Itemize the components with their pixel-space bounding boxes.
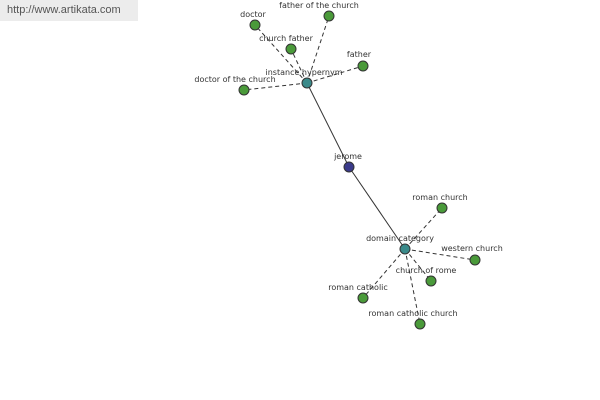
node-doctor[interactable] xyxy=(249,19,261,31)
edge-center-hub-1 xyxy=(306,82,350,168)
label-church-of-rome: church of rome xyxy=(396,266,457,275)
label-doctor-of-the-church: doctor of the church xyxy=(194,75,275,84)
node-western-church[interactable] xyxy=(469,254,481,266)
edge-hub2-roman-catholic xyxy=(362,248,406,299)
label-instance-hypernym: instance hypernym xyxy=(266,68,343,77)
node-domain-category[interactable] xyxy=(399,243,411,255)
edge-hub1-father-of-the-church xyxy=(306,15,330,84)
node-doctor-of-the-church[interactable] xyxy=(238,84,250,96)
edge-hub1-father xyxy=(306,65,364,84)
node-instance-hypernym[interactable] xyxy=(301,77,313,89)
node-roman-catholic-church[interactable] xyxy=(414,318,426,330)
node-father[interactable] xyxy=(357,60,369,72)
edge-center-hub-2 xyxy=(348,166,406,250)
label-church-father: church father xyxy=(259,34,314,43)
label-western-church: western church xyxy=(441,244,503,253)
node-roman-catholic[interactable] xyxy=(357,292,369,304)
edge-hub1-doctor-of-the-church xyxy=(243,82,308,91)
edge-hub2-western-church xyxy=(404,248,476,261)
node-father-of-the-church[interactable] xyxy=(323,10,335,22)
label-father: father xyxy=(347,50,372,59)
label-doctor: doctor xyxy=(240,10,266,19)
label-jerome: jerome xyxy=(333,152,362,161)
label-roman-catholic: roman catholic xyxy=(328,283,388,292)
label-domain-category: domain category xyxy=(366,234,434,243)
node-church-of-rome[interactable] xyxy=(425,275,437,287)
edge-hub1-church-father xyxy=(290,48,308,84)
watermark-url: http://www.artikata.com xyxy=(0,0,138,21)
label-father-of-the-church: father of the church xyxy=(279,1,359,10)
edge-hub2-church-of-rome xyxy=(404,248,432,282)
edge-hub1-doctor xyxy=(254,24,308,84)
node-jerome[interactable] xyxy=(343,161,355,173)
edge-hub2-roman-church xyxy=(404,207,443,250)
node-church-father[interactable] xyxy=(285,43,297,55)
label-roman-catholic-church: roman catholic church xyxy=(368,309,457,318)
node-roman-church[interactable] xyxy=(436,202,448,214)
edge-hub2-roman-catholic-church xyxy=(404,248,421,325)
label-roman-church: roman church xyxy=(412,193,467,202)
